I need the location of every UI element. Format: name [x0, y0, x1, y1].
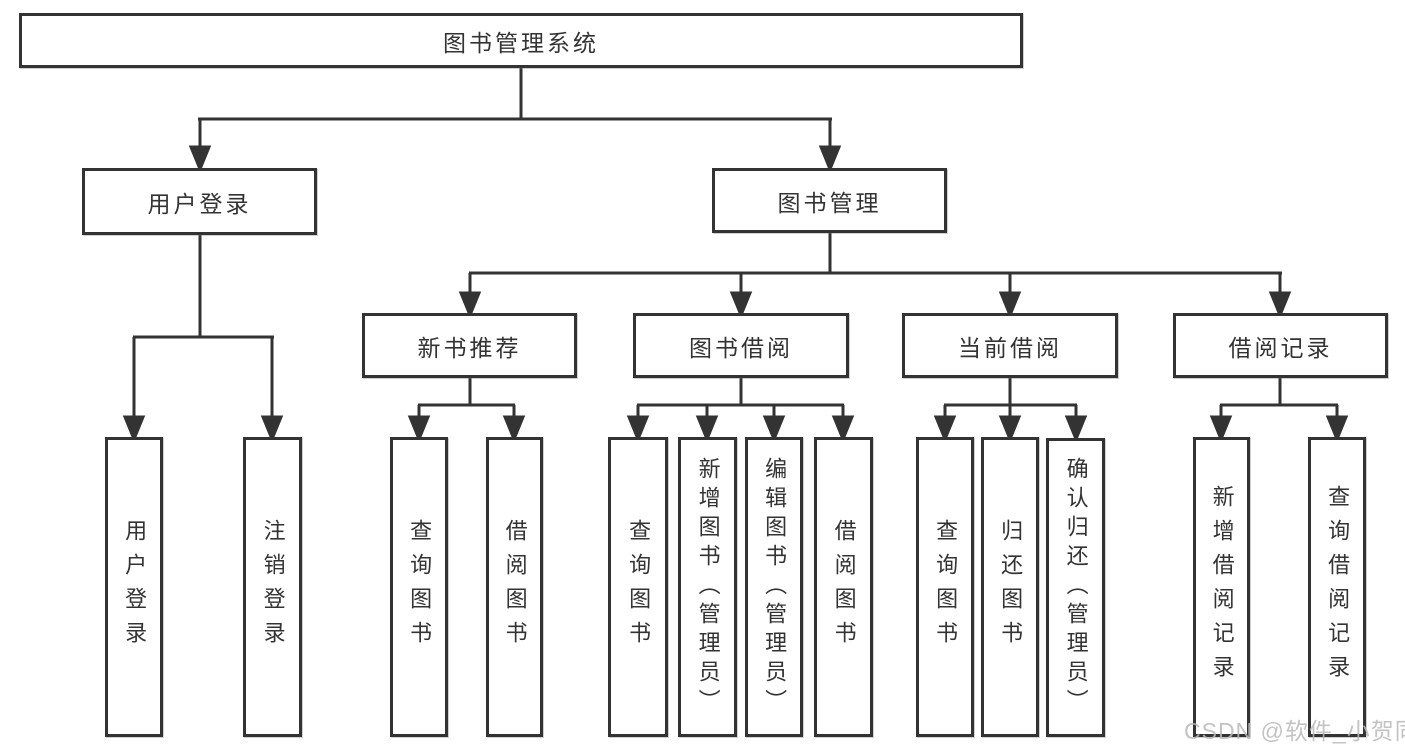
connector-book-mgmt-to-level3	[458, 232, 1292, 319]
leaf-cb-query-book: 查询图书	[916, 437, 974, 737]
node-user-login: 用户登录	[82, 168, 317, 235]
leaf-logout-label: 注销登录	[260, 519, 286, 655]
arrowhead	[407, 415, 431, 443]
leaf-br-add-record: 新增借阅记录	[1193, 437, 1250, 737]
leaf-bb-add-book: 新增图书（管理员）	[678, 437, 737, 737]
connector-new-book-recommend-to-leaves	[407, 376, 526, 443]
node-new-book-recommend-label: 新书推荐	[417, 334, 522, 361]
node-book-management: 图书管理	[712, 168, 947, 233]
node-book-borrow: 图书借阅	[633, 313, 849, 378]
node-current-borrow-label: 当前借阅	[958, 334, 1062, 361]
arrowhead	[122, 415, 146, 443]
leaf-nbr-query-book: 查询图书	[390, 437, 448, 737]
node-borrow-record-label: 借阅记录	[1228, 334, 1333, 361]
leaf-br-query-record: 查询借阅记录	[1308, 437, 1366, 737]
leaf-cb-query-book-label: 查询图书	[933, 519, 959, 655]
arrowhead	[831, 415, 855, 443]
leaf-bb-borrow-book-label: 借阅图书	[831, 519, 857, 655]
arrowhead	[1268, 291, 1292, 319]
arrowhead	[933, 415, 957, 443]
leaf-cb-confirm-return: 确认归还（管理员）	[1046, 438, 1105, 737]
node-book-management-label: 图书管理	[777, 189, 882, 216]
leaf-bb-add-book-label: 新增图书（管理员）	[695, 456, 721, 718]
connector-root-to-level2	[188, 66, 842, 173]
leaf-logout: 注销登录	[243, 437, 302, 737]
leaf-bb-edit-book-label: 编辑图书（管理员）	[762, 456, 788, 718]
leaf-br-add-record-label: 新增借阅记录	[1209, 485, 1235, 689]
node-new-book-recommend: 新书推荐	[362, 313, 577, 378]
arrowhead	[998, 415, 1022, 443]
arrowhead	[998, 291, 1022, 319]
arrowhead	[818, 145, 842, 173]
arrowhead	[502, 415, 526, 443]
leaf-br-query-record-label: 查询借阅记录	[1325, 485, 1351, 689]
leaf-cb-confirm-return-label: 确认归还（管理员）	[1063, 457, 1089, 718]
leaf-user-login-label: 用户登录	[122, 519, 148, 655]
leaf-bb-edit-book: 编辑图书（管理员）	[745, 437, 803, 737]
node-current-borrow: 当前借阅	[902, 313, 1118, 378]
leaf-bb-borrow-book: 借阅图书	[814, 437, 873, 737]
connector-borrow-record-to-leaves	[1209, 376, 1349, 443]
node-borrow-record: 借阅记录	[1173, 313, 1388, 378]
arrowhead	[260, 415, 284, 443]
node-book-borrow-label: 图书借阅	[689, 334, 793, 361]
node-library-system: 图书管理系统	[19, 13, 1023, 68]
connector-user-login-to-leaves	[122, 233, 284, 443]
arrowhead	[458, 291, 482, 319]
arrowhead	[188, 145, 212, 173]
arrowhead	[729, 291, 753, 319]
leaf-bb-query-book: 查询图书	[608, 437, 668, 737]
connector-current-borrow-to-leaves	[933, 376, 1088, 443]
arrowhead	[695, 415, 719, 443]
arrowhead	[626, 415, 650, 443]
arrowhead	[1209, 415, 1233, 443]
arrowhead	[1325, 415, 1349, 443]
node-library-system-label: 图书管理系统	[443, 29, 599, 56]
leaf-nbr-query-book-label: 查询图书	[407, 519, 433, 655]
leaf-bb-query-book-label: 查询图书	[626, 519, 652, 655]
leaf-nbr-borrow-book-label: 借阅图书	[502, 519, 528, 655]
leaf-cb-return-book-label: 归还图书	[998, 519, 1024, 655]
node-user-login-label: 用户登录	[147, 190, 252, 217]
connector-book-borrow-to-leaves	[626, 376, 855, 443]
arrowhead	[1064, 415, 1088, 443]
leaf-user-login: 用户登录	[105, 437, 163, 737]
leaf-nbr-borrow-book: 借阅图书	[486, 437, 543, 737]
arrowhead	[762, 415, 786, 443]
leaf-cb-return-book: 归还图书	[981, 437, 1039, 737]
